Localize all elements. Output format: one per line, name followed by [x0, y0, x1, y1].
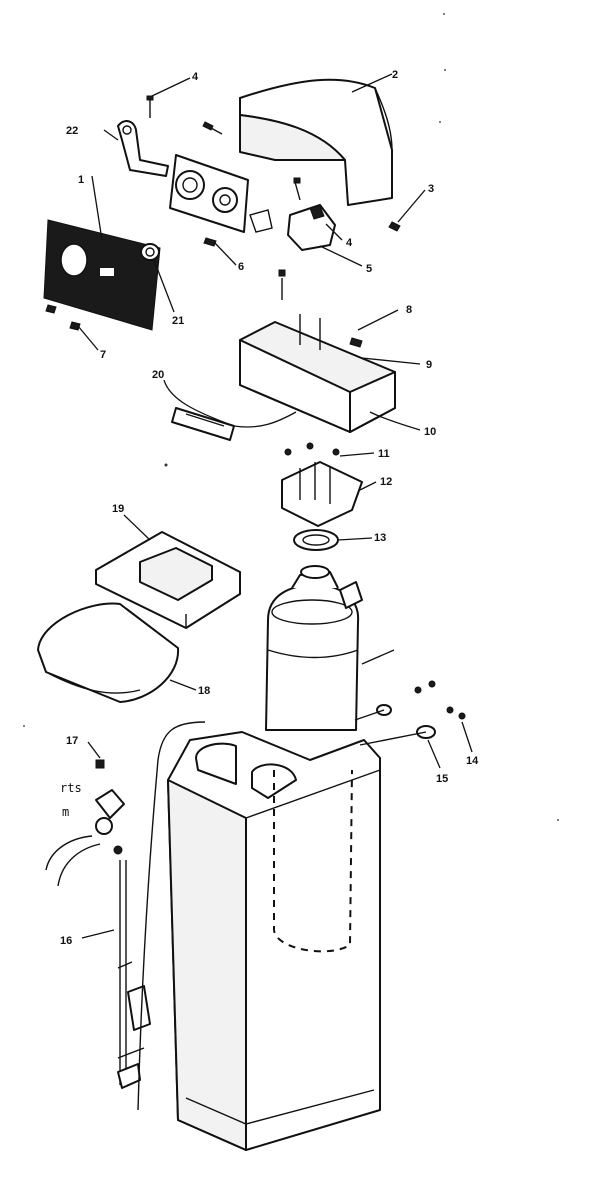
screw-4-top: [146, 95, 154, 118]
callout-7: 7: [100, 349, 106, 361]
latch: [171, 407, 235, 441]
knob: [140, 243, 160, 261]
resin-tank: [265, 565, 363, 731]
callout-8: 8: [406, 304, 412, 316]
callout-16: 16: [60, 935, 72, 947]
callout-2: 2: [392, 69, 398, 81]
callout-3: 3: [428, 183, 434, 195]
mounting-bracket: [117, 120, 169, 177]
screw-6: [203, 237, 217, 247]
scan-specks: [23, 13, 559, 821]
screw-3: [388, 221, 401, 232]
screw-7: [45, 304, 81, 331]
callout-labels: 1 2 3 4 4 5 6 7 8 9 10 11 12 13 14 15 16…: [60, 69, 479, 947]
callout-1: 1: [78, 174, 84, 186]
salt-lid: [37, 602, 180, 703]
callout-5: 5: [366, 263, 372, 275]
callout-17: 17: [66, 735, 78, 747]
annotation-fragment-b: m: [62, 805, 69, 819]
callout-15: 15: [436, 773, 448, 785]
callout-21: 21: [172, 315, 184, 327]
callout-4-top: 4: [192, 71, 199, 83]
screw-near-cover: [202, 121, 223, 135]
top-cover: [239, 78, 393, 206]
brine-tube: [137, 721, 206, 1111]
valve-head: [281, 442, 363, 527]
leader-lines: [77, 73, 473, 939]
housing-base: [239, 269, 396, 433]
callout-11: 11: [378, 448, 390, 460]
callout-4-side: 4: [346, 237, 353, 249]
timer-control: [169, 154, 249, 233]
callout-14: 14: [466, 755, 479, 767]
switch-assembly: [287, 177, 336, 251]
cabinet: [167, 731, 381, 1151]
connector-wire: [249, 209, 273, 233]
face-plate: [43, 219, 161, 331]
callout-13: 13: [374, 532, 386, 544]
callout-12: 12: [380, 476, 392, 488]
o-ring: [293, 529, 339, 551]
brine-float-assembly: [45, 759, 151, 1089]
callout-18: 18: [198, 685, 210, 697]
inner-tank-outline: [273, 769, 353, 953]
annotation-fragment-a: rts: [60, 781, 82, 795]
callout-10: 10: [424, 426, 436, 438]
callout-19: 19: [112, 503, 124, 515]
brine-lid: [95, 531, 241, 629]
callout-22: 22: [66, 125, 78, 137]
callout-20: 20: [152, 369, 164, 381]
callout-9: 9: [426, 359, 432, 371]
callout-6: 6: [238, 261, 244, 273]
bypass-fittings: [354, 680, 466, 746]
